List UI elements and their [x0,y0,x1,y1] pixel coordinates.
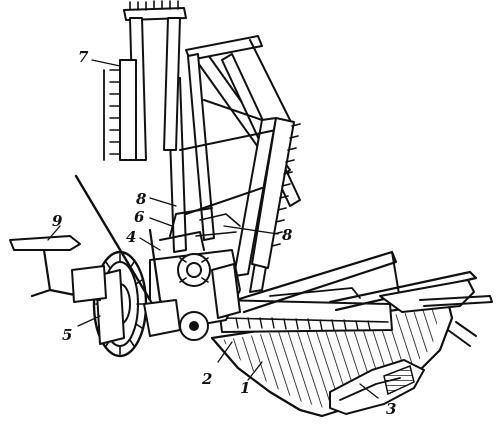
callout-3: 3 [386,400,396,418]
operator-seat [9,174,152,303]
callout-7: 7 [78,48,89,66]
top-rake [103,0,187,161]
callout-5: 5 [62,326,72,344]
callout-2: 2 [201,370,212,388]
callout-4: 4 [126,228,136,246]
lever [143,228,181,337]
reel-rake-right [251,117,301,269]
grain-divider [329,359,425,415]
callouts: 1 2 3 4 5 6 7 8 8 9 [52,48,396,418]
callout-1: 1 [240,379,250,397]
right-rails [234,250,493,347]
cutter-bar [217,299,393,333]
callout-6: 6 [134,208,145,226]
callout-8-left: 8 [136,190,147,208]
leader-lines [47,59,379,399]
callout-8-right: 8 [282,226,293,244]
callout-9: 9 [52,212,63,230]
